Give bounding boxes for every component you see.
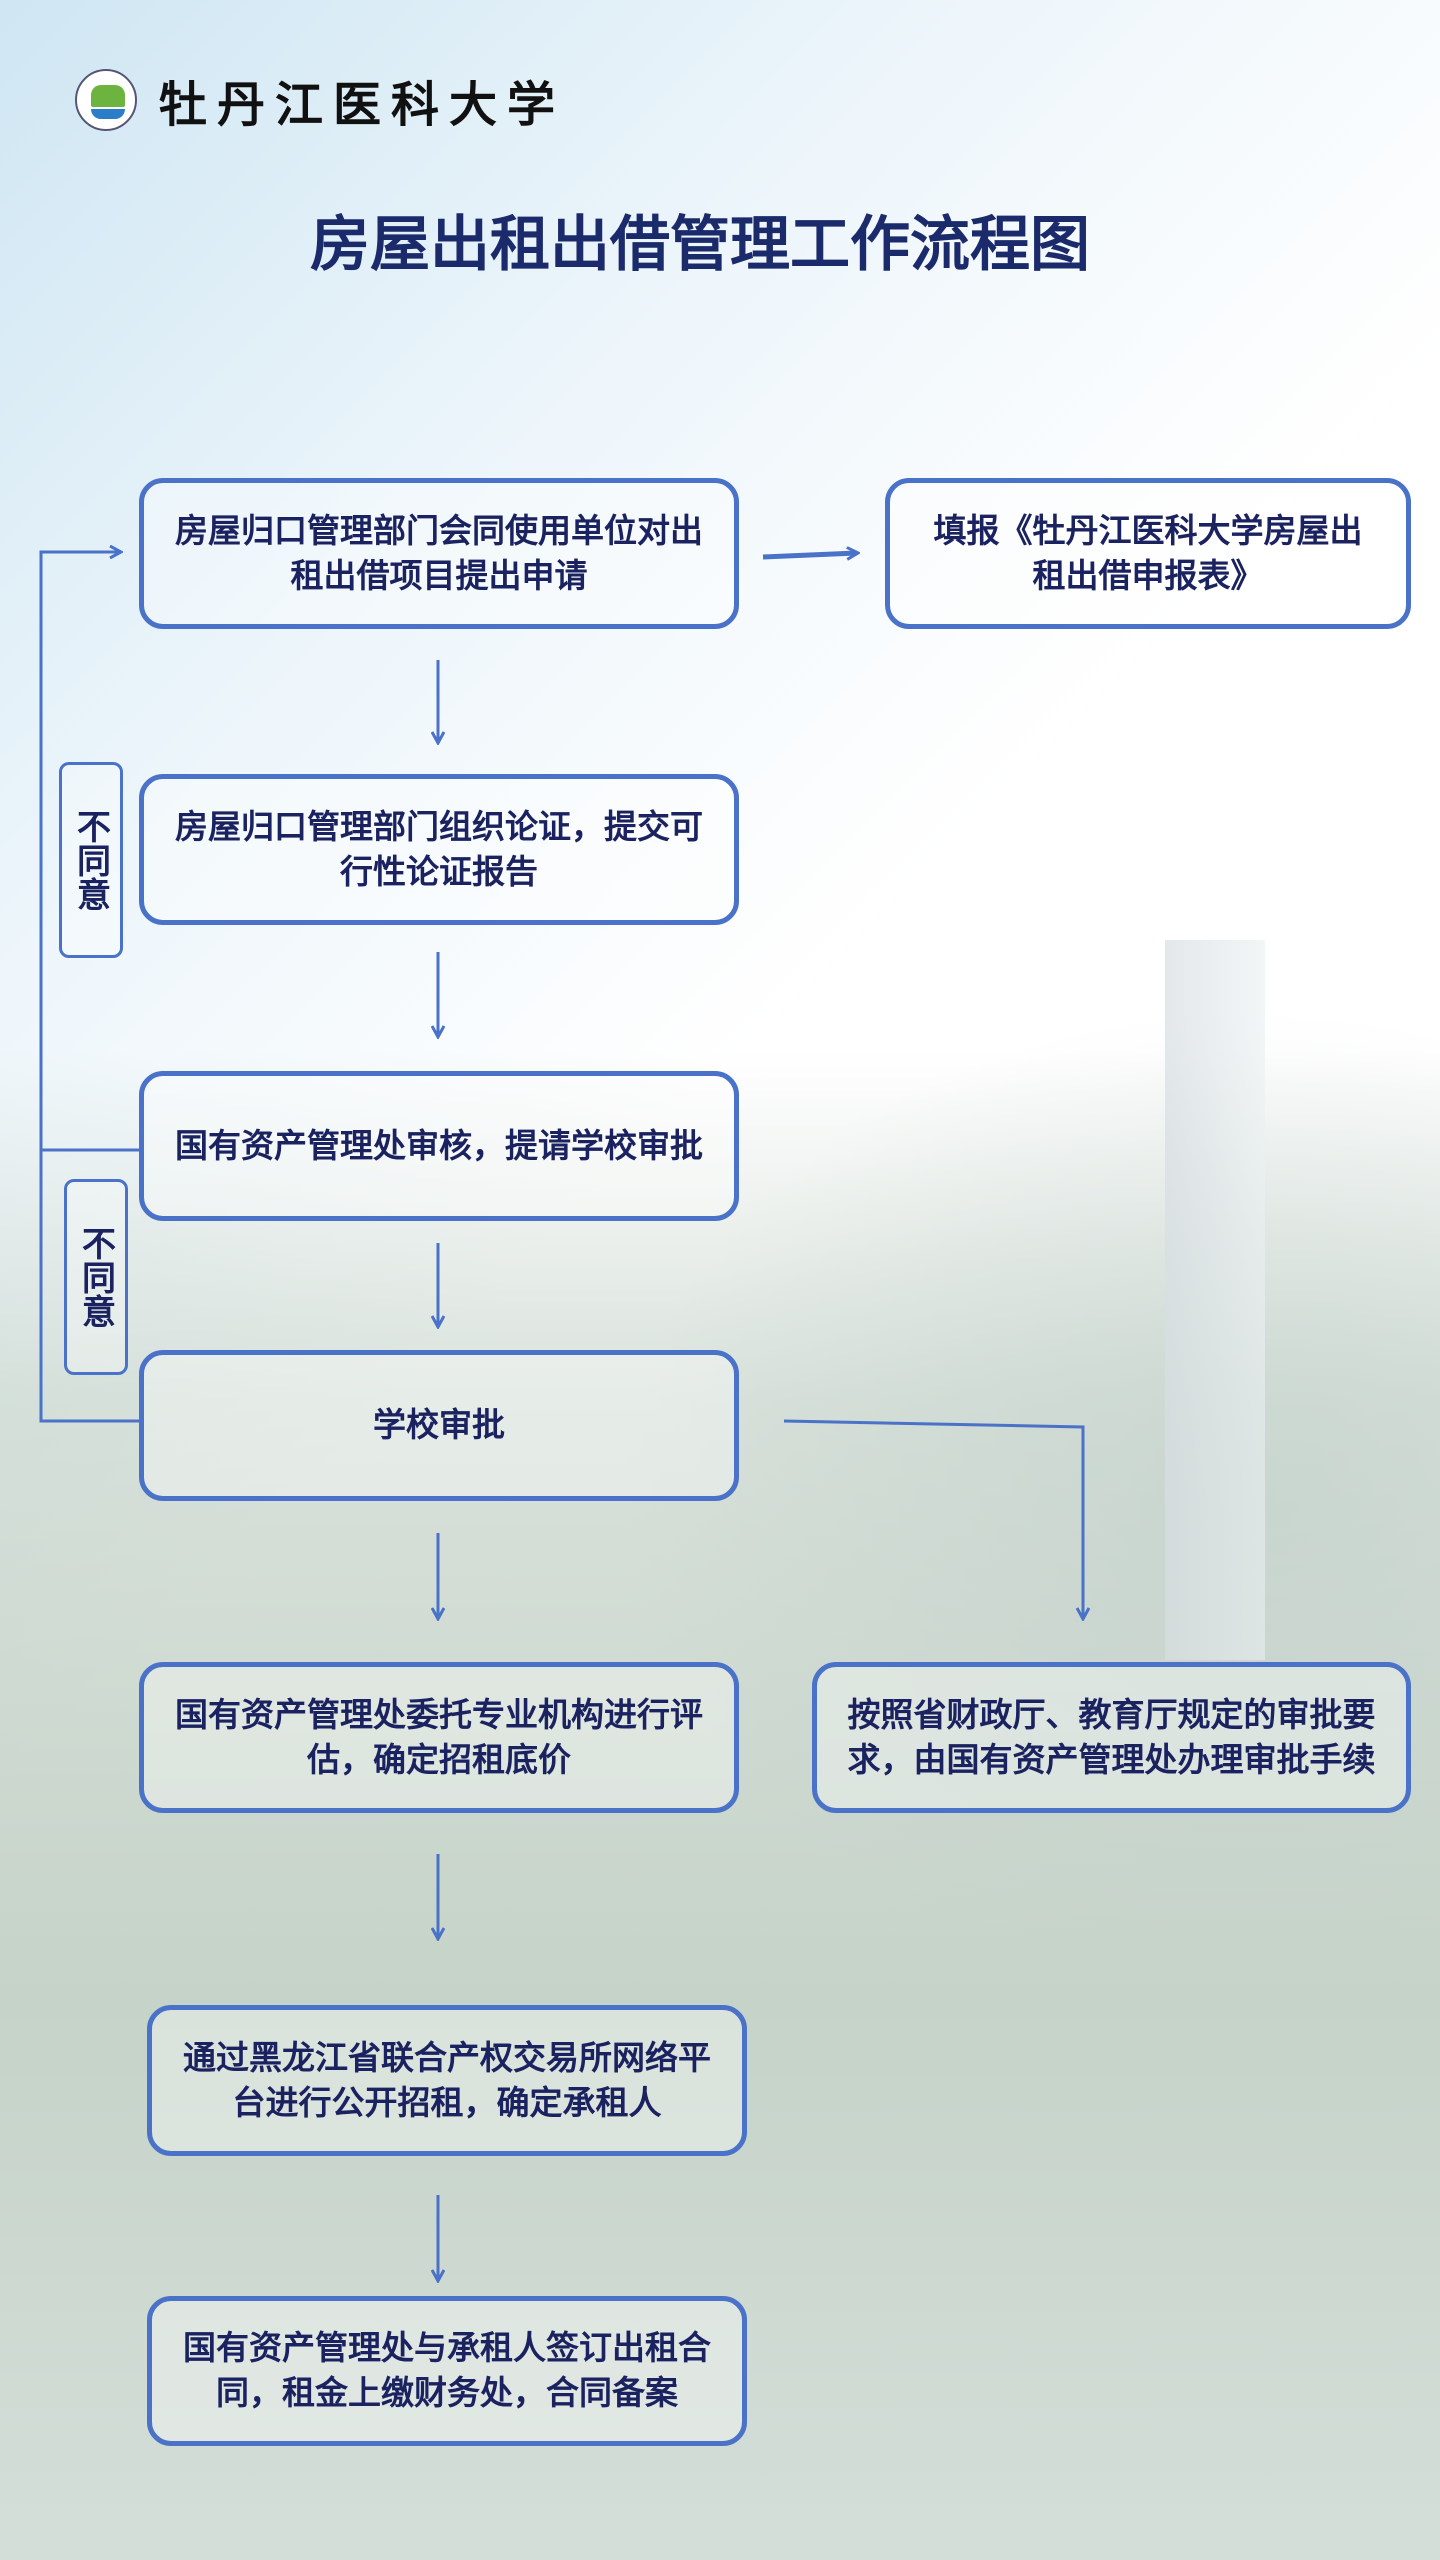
university-name: 牡丹江医科大学 [159, 77, 566, 133]
arrow-to-form [762, 553, 857, 557]
seal-icon [75, 69, 137, 131]
step-contract: 国有资产管理处与承租人签订出租合同，租金上缴财务处，合同备案 [147, 2296, 747, 2446]
step-feasibility: 房屋归口管理部门组织论证，提交可行性论证报告 [139, 774, 739, 925]
step-asset-review: 国有资产管理处审核，提请学校审批 [139, 1071, 739, 1221]
page-title: 房屋出租出借管理工作流程图 [310, 210, 1090, 280]
step-appraisal: 国有资产管理处委托专业机构进行评估，确定招租底价 [139, 1662, 739, 1813]
background-building [1165, 940, 1265, 1660]
step-approval-procedure: 按照省财政厅、教育厅规定的审批要求，由国有资产管理处办理审批手续 [812, 1662, 1411, 1813]
step-text: 国有资产管理处委托专业机构进行评估，确定招租底价 [175, 1694, 703, 1779]
step-text: 房屋归口管理部门会同使用单位对出租出借项目提出申请 [175, 510, 703, 595]
university-logo: 牡丹江医科大学 [75, 65, 565, 135]
step-text: 房屋归口管理部门组织论证，提交可行性论证报告 [175, 806, 703, 891]
step-text: 国有资产管理处审核，提请学校审批 [175, 1125, 703, 1165]
step-text: 按照省财政厅、教育厅规定的审批要求，由国有资产管理处办理审批手续 [847, 1694, 1376, 1779]
step-fill-form: 填报《牡丹江医科大学房屋出租出借申报表》 [885, 478, 1411, 629]
arrow-to-approval [783, 1419, 1083, 1618]
step-text: 国有资产管理处与承租人签订出租合同，租金上缴财务处，合同备案 [183, 2328, 711, 2412]
reject-label-1: 不同意 [59, 762, 123, 958]
reject-label-2: 不同意 [64, 1179, 128, 1375]
step-text: 通过黑龙江省联合产权交易所网络平台进行公开招租，确定承租人 [183, 2037, 711, 2122]
reject-loop [39, 552, 139, 1423]
step-text: 填报《牡丹江医科大学房屋出租出借申报表》 [933, 510, 1363, 595]
step-school-approval: 学校审批 [139, 1350, 739, 1501]
step-text: 学校审批 [373, 1405, 505, 1445]
step-public-tender: 通过黑龙江省联合产权交易所网络平台进行公开招租，确定承租人 [147, 2005, 747, 2156]
step-application: 房屋归口管理部门会同使用单位对出租出借项目提出申请 [139, 478, 739, 629]
